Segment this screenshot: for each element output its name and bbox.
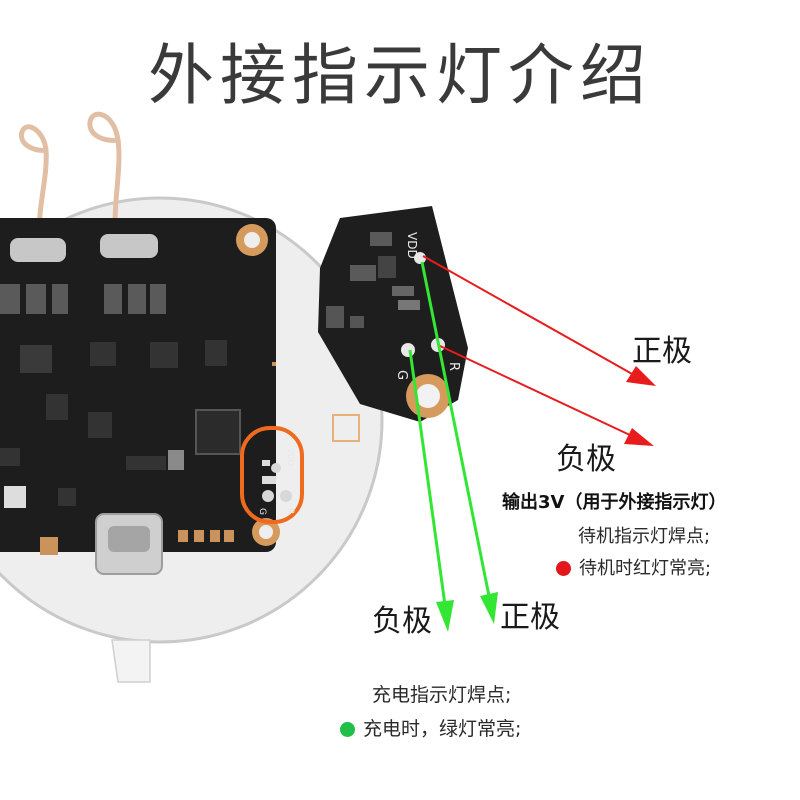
- pad-r: [280, 490, 292, 502]
- green-arrows: [408, 261, 498, 632]
- red-arrows: [422, 255, 656, 446]
- charging-green-note: 充电时，绿灯常亮;: [340, 714, 521, 741]
- standby-solder-note: 待机指示灯焊点;: [578, 526, 711, 547]
- silkscreen-r: R: [285, 508, 295, 514]
- silkscreen-g: G: [257, 508, 267, 515]
- red-dot-icon: [556, 561, 571, 576]
- disc-tab: [111, 639, 151, 683]
- green-dot-icon: [340, 722, 355, 737]
- zoom-silkscreen-g: G: [394, 370, 409, 380]
- standby-red-note: 待机时红灯常亮;: [556, 554, 711, 580]
- disc-marker-square: [332, 414, 360, 442]
- silkscreen-vdd: VDD: [286, 448, 295, 466]
- zoom-silkscreen-vdd: VDD: [405, 232, 419, 259]
- coil-wire-left: [18, 124, 49, 249]
- standby-red-text: 待机时红灯常亮;: [579, 558, 712, 579]
- zoom-pad-g: [401, 343, 415, 357]
- zoom-pad-vdd: [414, 252, 426, 264]
- charging-solder-note: 充电指示灯焊点;: [372, 684, 512, 706]
- label-green-positive: 正极: [500, 600, 560, 635]
- zoom-silkscreen-r: R: [446, 362, 461, 371]
- label-red-positive: 正极: [632, 334, 692, 369]
- pad-vdd: [271, 463, 281, 473]
- pad-g: [262, 490, 274, 502]
- standby-output-note: 输出3V（用于外接指示灯）: [502, 492, 727, 513]
- label-green-negative: 负极: [372, 604, 432, 639]
- highlight-ring: [240, 426, 304, 524]
- coil-wire-right: [87, 111, 122, 246]
- charging-green-text: 充电时，绿灯常亮;: [363, 718, 522, 740]
- label-red-negative: 负极: [556, 442, 616, 477]
- pcb-board: [0, 218, 276, 552]
- pcb-components: [0, 284, 241, 506]
- page-title: 外接指示灯介绍: [148, 37, 652, 114]
